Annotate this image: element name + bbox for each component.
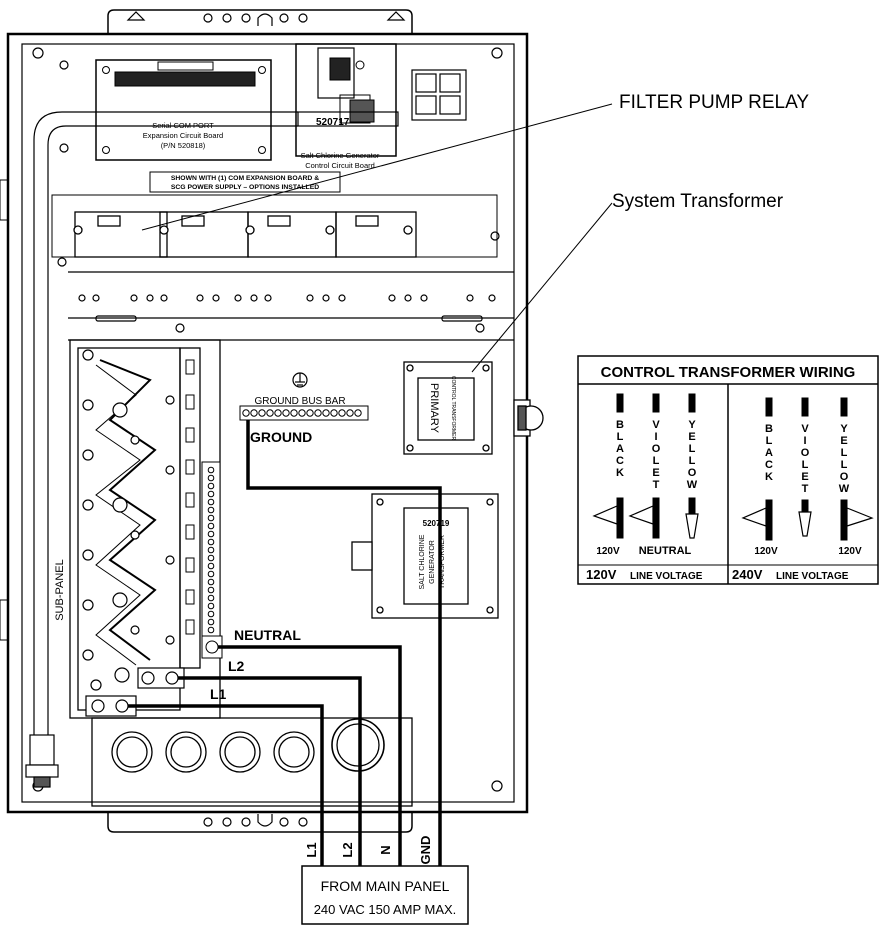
l1-wire — [128, 704, 324, 866]
com-board-label-2: Expansion Circuit Board — [143, 131, 223, 140]
l1-label: L1 — [210, 686, 227, 702]
options-line-1: SHOWN WITH (1) COM EXPANSION BOARD & — [171, 175, 319, 182]
sub-panel-label: SUB-PANEL — [54, 559, 66, 621]
ctw-left-footer-bold: 120V — [586, 567, 617, 582]
wire-label-l1: L1 — [304, 842, 319, 857]
scg-transformer — [351, 493, 499, 619]
relay-row — [51, 194, 498, 258]
system-transformer-leader — [471, 202, 613, 373]
ctw-right-footer-bold: 240V — [732, 567, 763, 582]
wire-label-gnd: GND — [418, 836, 433, 865]
neutral-wire — [218, 645, 402, 866]
ground-bus-bar-label: GROUND BUS BAR — [254, 396, 345, 407]
side-latch — [513, 399, 544, 437]
filter-pump-relay-leader — [141, 103, 613, 231]
breaker-panel — [69, 339, 221, 719]
scg-transformer-label-3: TRANSFORMER — [439, 535, 446, 589]
mid-rail — [68, 271, 514, 341]
scg-transformer-label-1: SALT CHLORINE — [419, 534, 426, 589]
wire-label-l2: L2 — [340, 842, 355, 857]
l2-label: L2 — [228, 658, 245, 674]
ctw-chart — [577, 355, 879, 585]
scg-transformer-label-2: GENERATOR — [429, 540, 436, 584]
wire-label-n: N — [378, 845, 393, 854]
line-lugs — [85, 667, 185, 717]
scg-board-number: 520717 — [316, 117, 350, 128]
ground-bus-bar — [239, 405, 369, 421]
scg-transformer-part: 520719 — [423, 519, 450, 528]
options-note: SHOWN WITH (1) COM EXPANSION BOARD & SCG… — [149, 171, 341, 193]
breaker-screws — [82, 349, 175, 691]
scg-board-label-1: Salt Chlorine Generator — [301, 151, 380, 160]
ctw-right-v1: 120V — [754, 546, 778, 557]
com-expansion-board — [95, 59, 272, 161]
neutral-bar — [201, 461, 223, 659]
ctw-right-connectors — [741, 507, 874, 537]
system-transformer-callout: System Transformer — [612, 191, 784, 212]
main-panel-line-2: 240 VAC 150 AMP MAX. — [314, 902, 457, 917]
ctw-left-connectors — [592, 505, 699, 539]
conduit-tube — [33, 111, 399, 735]
main-panel-box — [301, 865, 469, 925]
control-transformer — [403, 361, 493, 455]
cable-fitting — [25, 734, 59, 788]
com-board-label-3: (P/N 520818) — [161, 141, 206, 150]
filter-pump-relay-callout: FILTER PUMP RELAY — [619, 92, 809, 113]
control-transformer-label: CONTROL TRANSFORMER — [450, 376, 456, 441]
field-wires — [128, 420, 442, 866]
breaker-tabs — [185, 359, 195, 635]
ctw-left-footer: LINE VOLTAGE — [630, 571, 703, 582]
scg-board-label-2: Control Circuit Board — [305, 161, 375, 170]
ctw-right-footer: LINE VOLTAGE — [776, 571, 849, 582]
ground-symbol-icon — [292, 372, 308, 388]
gnd-wire — [246, 420, 442, 866]
knockouts — [91, 717, 413, 807]
flange-holes — [126, 11, 406, 827]
top-right-relay-block — [411, 69, 467, 121]
ctw-title: CONTROL TRANSFORMER WIRING — [601, 364, 856, 381]
primary-label: PRIMARY — [428, 383, 440, 434]
ctw-right-v2: 120V — [838, 546, 862, 557]
main-panel-line-1: FROM MAIN PANEL — [321, 878, 450, 894]
options-line-2: SCG POWER SUPPLY – OPTIONS INSTALLED — [171, 184, 319, 191]
ctw-left-v1: 120V — [596, 546, 620, 557]
neutral-label: NEUTRAL — [234, 627, 301, 643]
ground-label: GROUND — [250, 429, 312, 445]
l2-wire — [178, 676, 362, 866]
ctw-left-v2: NEUTRAL — [639, 545, 692, 557]
scg-control-board — [295, 43, 397, 157]
